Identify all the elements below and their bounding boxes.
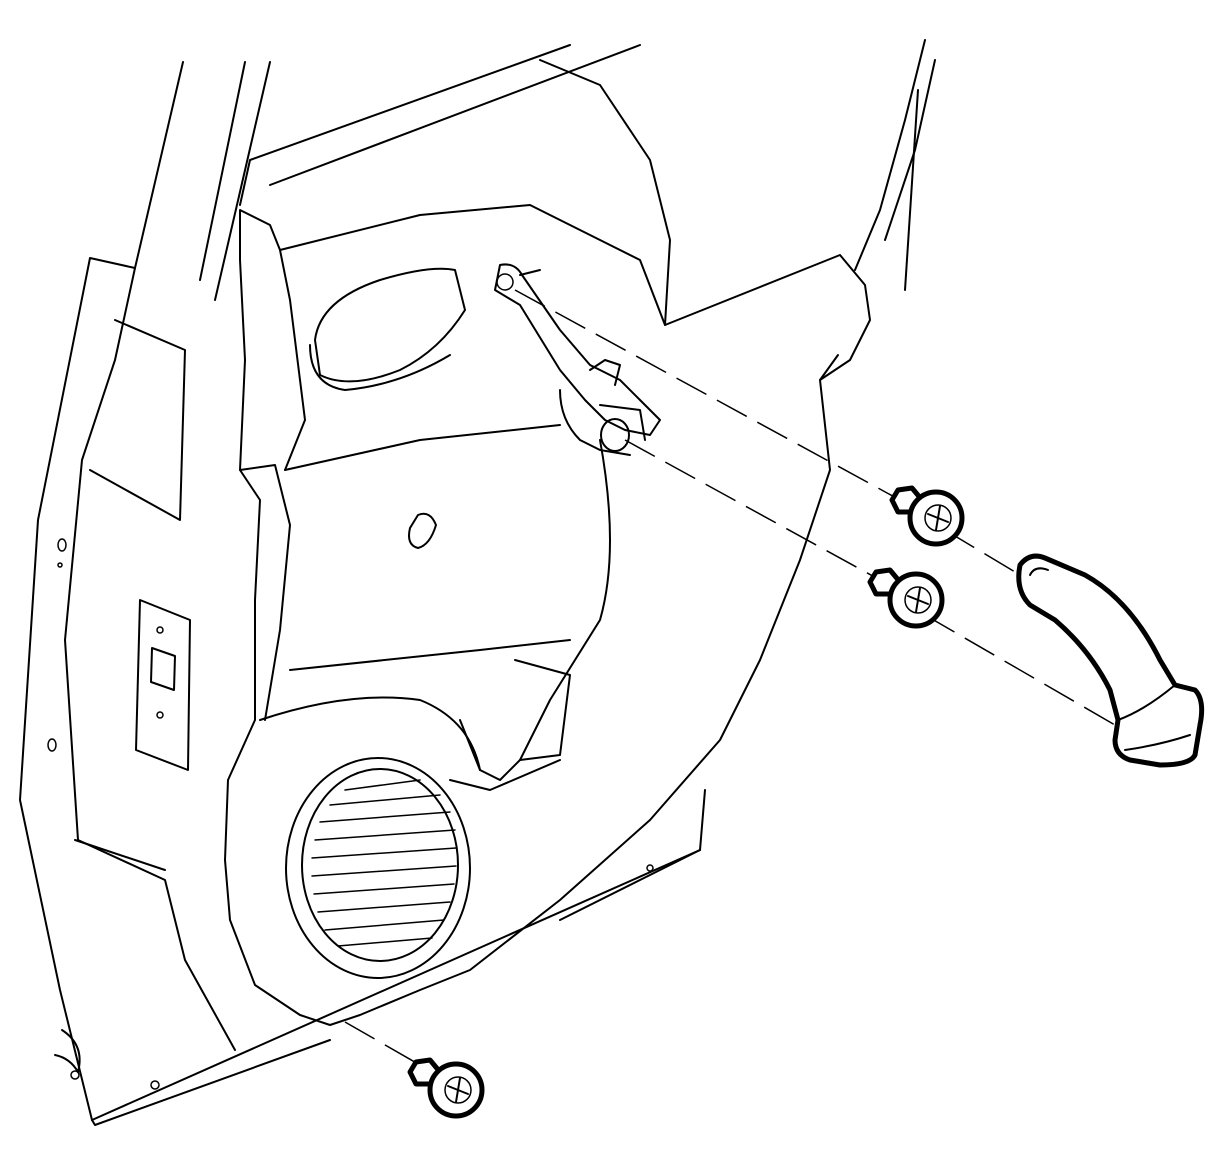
upper-recess [309,267,466,391]
pull-handle-cover [1016,553,1205,768]
frame-holes [47,538,160,1090]
lock-plate [135,599,191,771]
handle-bracket [494,263,661,456]
fastener-3 [407,1057,485,1119]
fastener-2 [867,567,945,629]
trim-panel [224,59,871,1026]
panel-hole [408,512,437,549]
door-frame [19,39,936,1126]
assembly-lines [344,289,1116,1066]
fastener-1 [889,485,965,547]
speaker-grille [285,757,471,979]
